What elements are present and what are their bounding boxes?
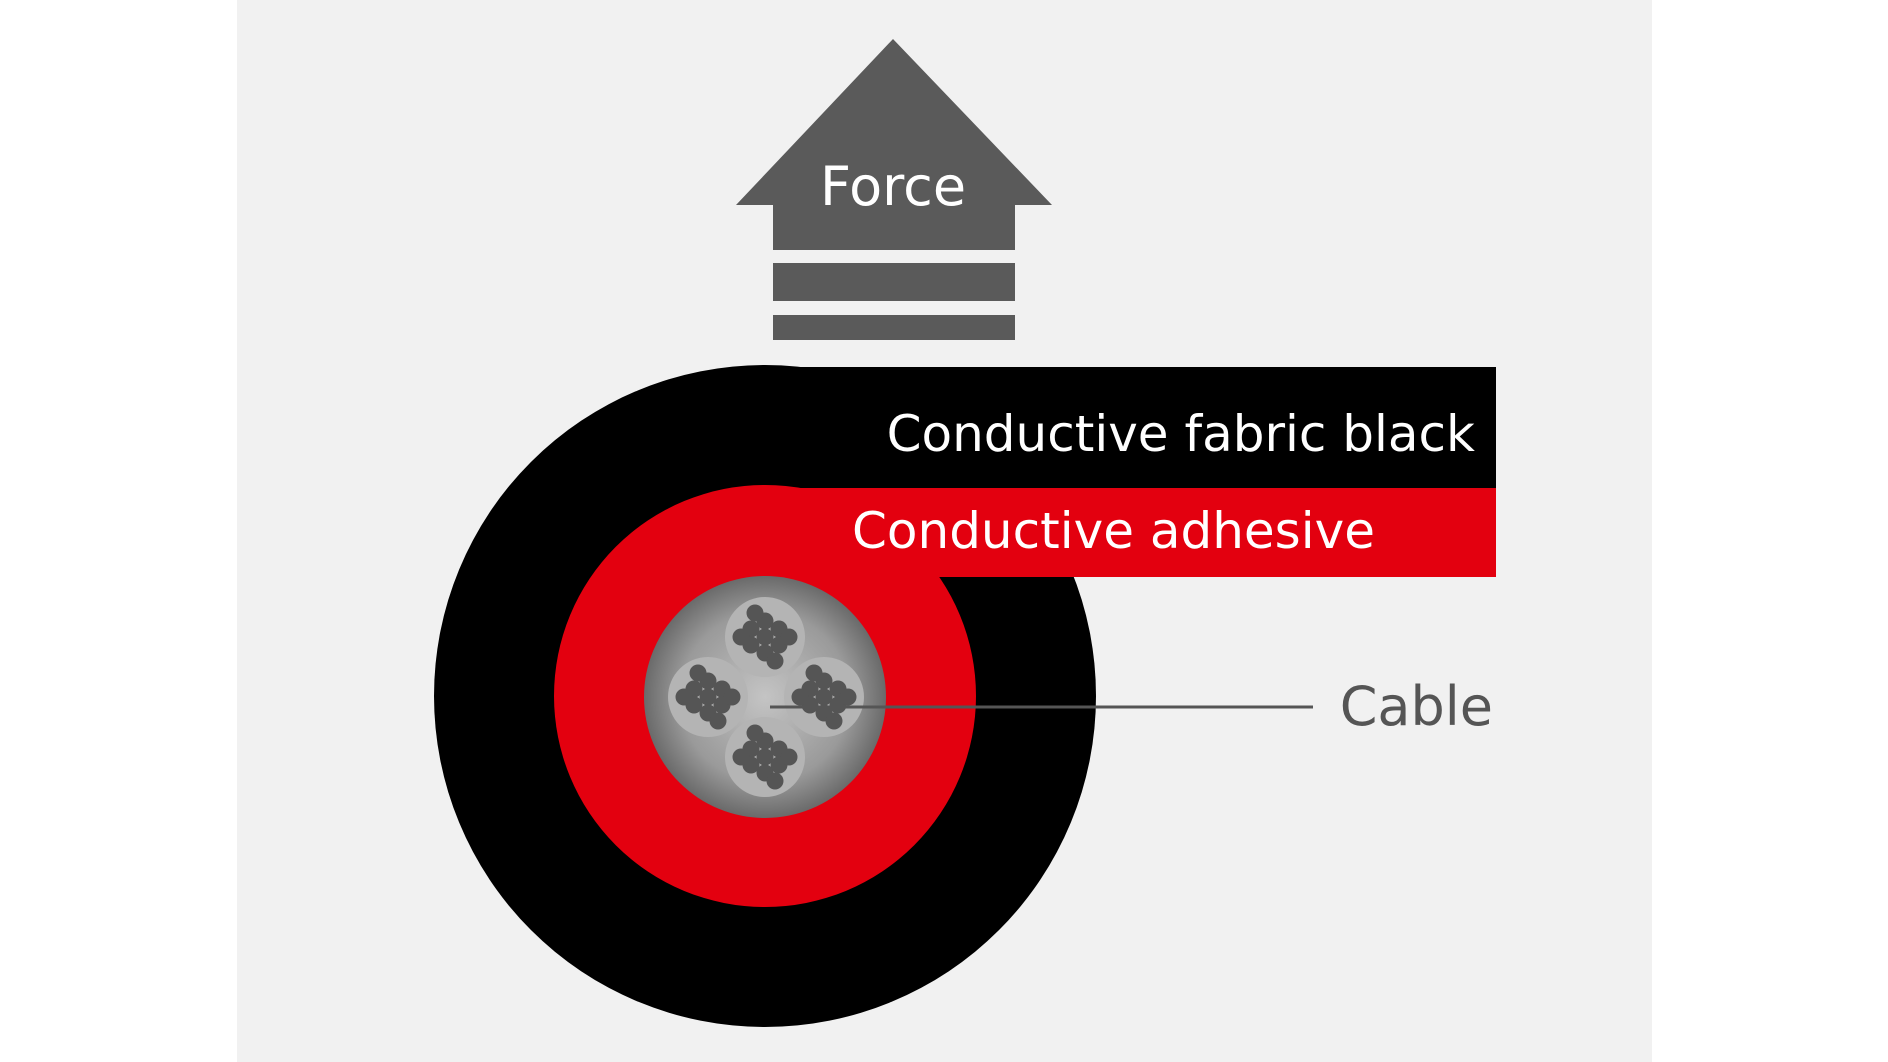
fabric-label: Conductive fabric black bbox=[887, 405, 1475, 463]
wire-strand bbox=[675, 688, 693, 706]
wire-strand bbox=[699, 688, 717, 706]
wire-strand bbox=[780, 748, 798, 766]
force-arrow: Force bbox=[736, 39, 1052, 340]
adhesive-band bbox=[765, 488, 1496, 577]
force-bar-2 bbox=[773, 315, 1015, 340]
wire-strand bbox=[839, 688, 857, 706]
wire-strand bbox=[709, 712, 727, 730]
cable-label: Cable bbox=[1340, 675, 1493, 738]
wire-strand bbox=[732, 748, 750, 766]
adhesive-label: Conductive adhesive bbox=[852, 502, 1375, 560]
wire-bundles bbox=[668, 597, 864, 797]
wire-strand bbox=[756, 628, 774, 646]
wire-strand bbox=[723, 688, 741, 706]
wire-strand bbox=[732, 628, 750, 646]
wire-strand bbox=[746, 724, 764, 742]
fabric-band bbox=[765, 367, 1496, 489]
up-arrow-icon bbox=[736, 39, 1052, 250]
cable-core-circle bbox=[644, 576, 886, 818]
wire-strand bbox=[756, 748, 774, 766]
wire-strand bbox=[746, 604, 764, 622]
wire-strand bbox=[689, 664, 707, 682]
wire-strand bbox=[825, 712, 843, 730]
wire-strand bbox=[791, 688, 809, 706]
wire-strand bbox=[815, 688, 833, 706]
cable-core bbox=[644, 576, 886, 818]
wire-strand bbox=[805, 664, 823, 682]
wire-strand bbox=[766, 652, 784, 670]
force-bar-1 bbox=[773, 263, 1015, 301]
wire-strand bbox=[780, 628, 798, 646]
force-label: Force bbox=[820, 155, 966, 218]
wire-strand bbox=[766, 772, 784, 790]
